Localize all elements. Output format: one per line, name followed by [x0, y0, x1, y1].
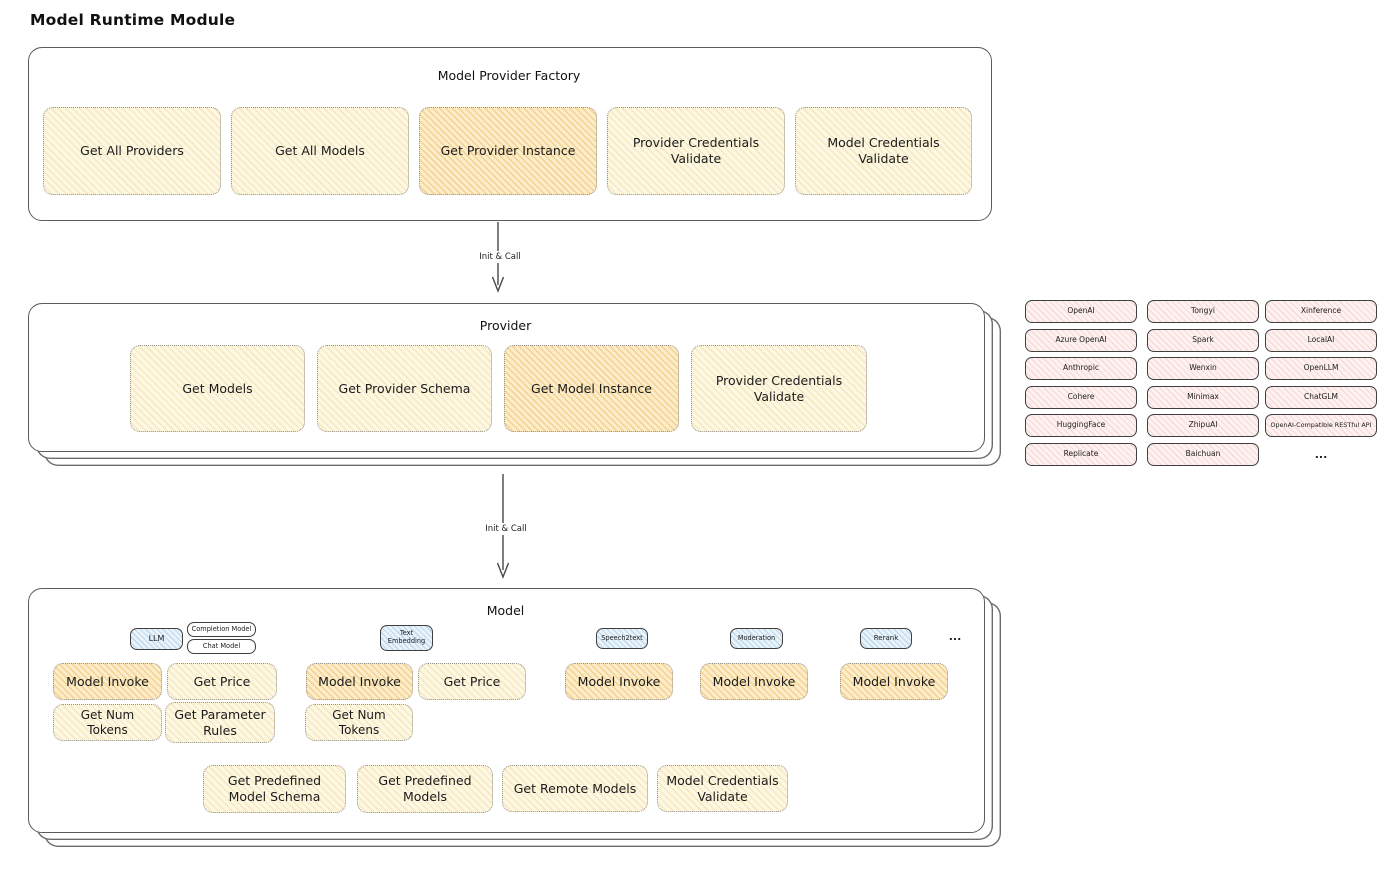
- provider-op-get-model-instance: Get Model Instance: [504, 345, 679, 432]
- provider-op-get-provider-schema: Get Provider Schema: [317, 345, 492, 432]
- init-call-label: Init & Call: [468, 251, 532, 263]
- shared-op-get-predefined-model-schema: Get Predefined Model Schema: [203, 765, 346, 813]
- shared-op-get-remote-models: Get Remote Models: [502, 765, 648, 812]
- provider-chip-openai-compatible-restful-api: OpenAI-Compatible RESTful API: [1265, 414, 1377, 437]
- provider-chip-zhipuai: ZhipuAI: [1147, 414, 1259, 437]
- llm-op-get-num-tokens: Get Num Tokens: [53, 704, 162, 741]
- tab-chat-model: Chat Model: [187, 639, 256, 654]
- tab-speech2text: Speech2text: [596, 628, 648, 649]
- factory-op-get-provider-instance: Get Provider Instance: [419, 107, 597, 195]
- factory-op-get-all-providers: Get All Providers: [43, 107, 221, 195]
- tab-completion-model: Completion Model: [187, 622, 256, 637]
- llm-op-model-invoke: Model Invoke: [53, 663, 162, 700]
- embedding-op-model-invoke: Model Invoke: [306, 663, 413, 700]
- factory-op-get-all-models: Get All Models: [231, 107, 409, 195]
- tab-moderation: Moderation: [730, 628, 783, 649]
- embedding-op-get-price: Get Price: [418, 663, 526, 700]
- provider-chip-spark: Spark: [1147, 329, 1259, 352]
- tabs-more: ...: [948, 630, 962, 643]
- provider-op-provider-credentials-validate: Provider Credentials Validate: [691, 345, 867, 432]
- provider-op-get-models: Get Models: [130, 345, 305, 432]
- provider-chip-tongyi: Tongyi: [1147, 300, 1259, 323]
- provider-list-more: ...: [1314, 448, 1328, 461]
- tab-llm: LLM: [130, 628, 183, 650]
- provider-chip-anthropic: Anthropic: [1025, 357, 1137, 380]
- provider-chip-wenxin: Wenxin: [1147, 357, 1259, 380]
- provider-chip-huggingface: HuggingFace: [1025, 414, 1137, 437]
- tab-rerank: Rerank: [860, 628, 912, 649]
- shared-op-get-predefined-models: Get Predefined Models: [357, 765, 493, 813]
- speech2text-op-model-invoke: Model Invoke: [565, 663, 673, 700]
- init-call-label: Init & Call: [474, 523, 538, 535]
- provider-chip-baichuan: Baichuan: [1147, 443, 1259, 466]
- embedding-op-get-num-tokens: Get Num Tokens: [305, 704, 413, 741]
- provider-chip-azure-openai: Azure OpenAI: [1025, 329, 1137, 352]
- llm-op-get-price: Get Price: [167, 663, 277, 700]
- provider-chip-openllm: OpenLLM: [1265, 357, 1377, 380]
- provider-title: Provider: [479, 318, 532, 333]
- factory-title: Model Provider Factory: [437, 68, 581, 83]
- provider-chip-localai: LocalAI: [1265, 329, 1377, 352]
- moderation-op-model-invoke: Model Invoke: [700, 663, 808, 700]
- llm-op-get-parameter-rules: Get Parameter Rules: [165, 702, 275, 743]
- provider-chip-chatglm: ChatGLM: [1265, 386, 1377, 409]
- factory-op-provider-credentials-validate: Provider Credentials Validate: [607, 107, 785, 195]
- tab-text-embedding: Text Embedding: [380, 625, 433, 651]
- provider-chip-cohere: Cohere: [1025, 386, 1137, 409]
- diagram-title: Model Runtime Module: [30, 11, 236, 29]
- provider-chip-openai: OpenAI: [1025, 300, 1137, 323]
- init-call-arrow-icon: [496, 474, 510, 579]
- provider-chip-minimax: Minimax: [1147, 386, 1259, 409]
- rerank-op-model-invoke: Model Invoke: [840, 663, 948, 700]
- provider-chip-xinference: Xinference: [1265, 300, 1377, 323]
- shared-op-model-credentials-validate: Model Credentials Validate: [657, 765, 788, 812]
- factory-op-model-credentials-validate: Model Credentials Validate: [795, 107, 972, 195]
- model-title: Model: [486, 603, 525, 618]
- provider-chip-replicate: Replicate: [1025, 443, 1137, 466]
